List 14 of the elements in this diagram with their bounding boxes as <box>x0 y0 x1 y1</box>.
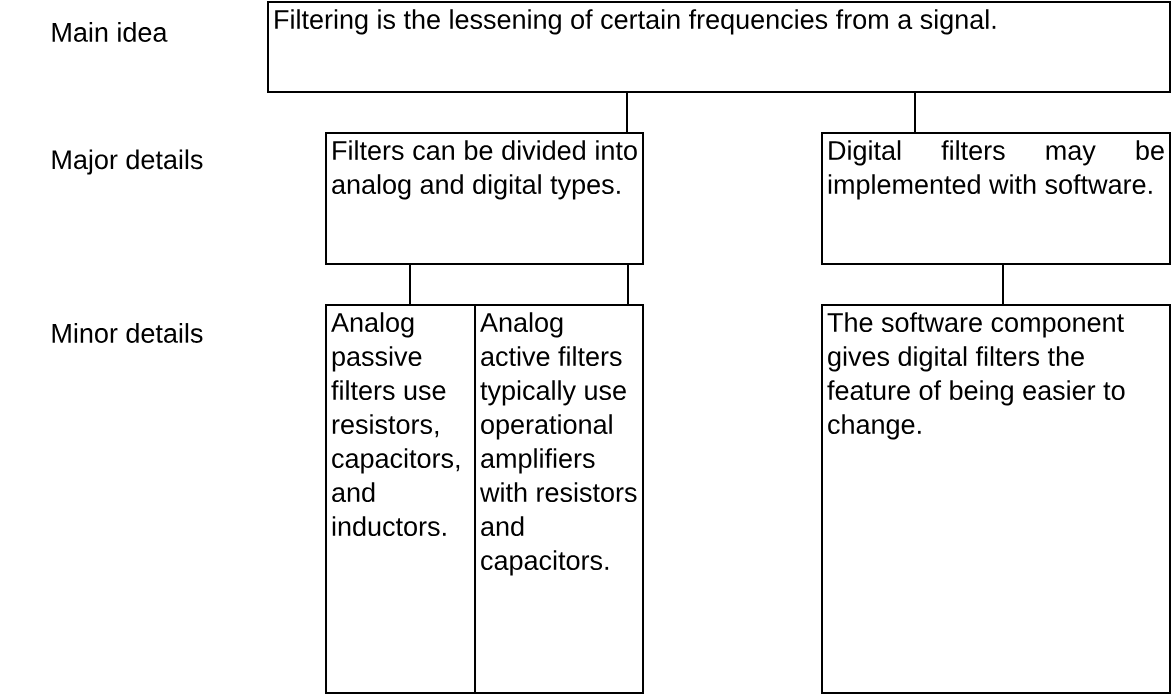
text-box: Filtering is the lessening of certain frequencies from a signal. <box>267 1 1171 93</box>
text-box: Filters can be divided into analog and digital types. <box>325 132 644 265</box>
connector-line <box>1002 263 1004 306</box>
connector-line <box>914 91 916 134</box>
connector-line <box>627 263 629 306</box>
connector-line <box>626 91 628 134</box>
connector-line <box>409 263 411 306</box>
text-box: Analog active filters typically use operational amplifiers with resistors and capacitors. <box>474 304 644 694</box>
level-label: Major details <box>52 149 203 175</box>
text-box: The software component gives digital filters the feature of being easier to change. <box>821 304 1171 694</box>
level-label: Main idea <box>52 22 168 42</box>
text-box: Digital filters may be implemented with software. <box>821 132 1171 265</box>
level-label: Minor details <box>52 323 203 343</box>
text-box: Analog passive filters use resistors, capacitors, and inductors. <box>325 304 476 694</box>
